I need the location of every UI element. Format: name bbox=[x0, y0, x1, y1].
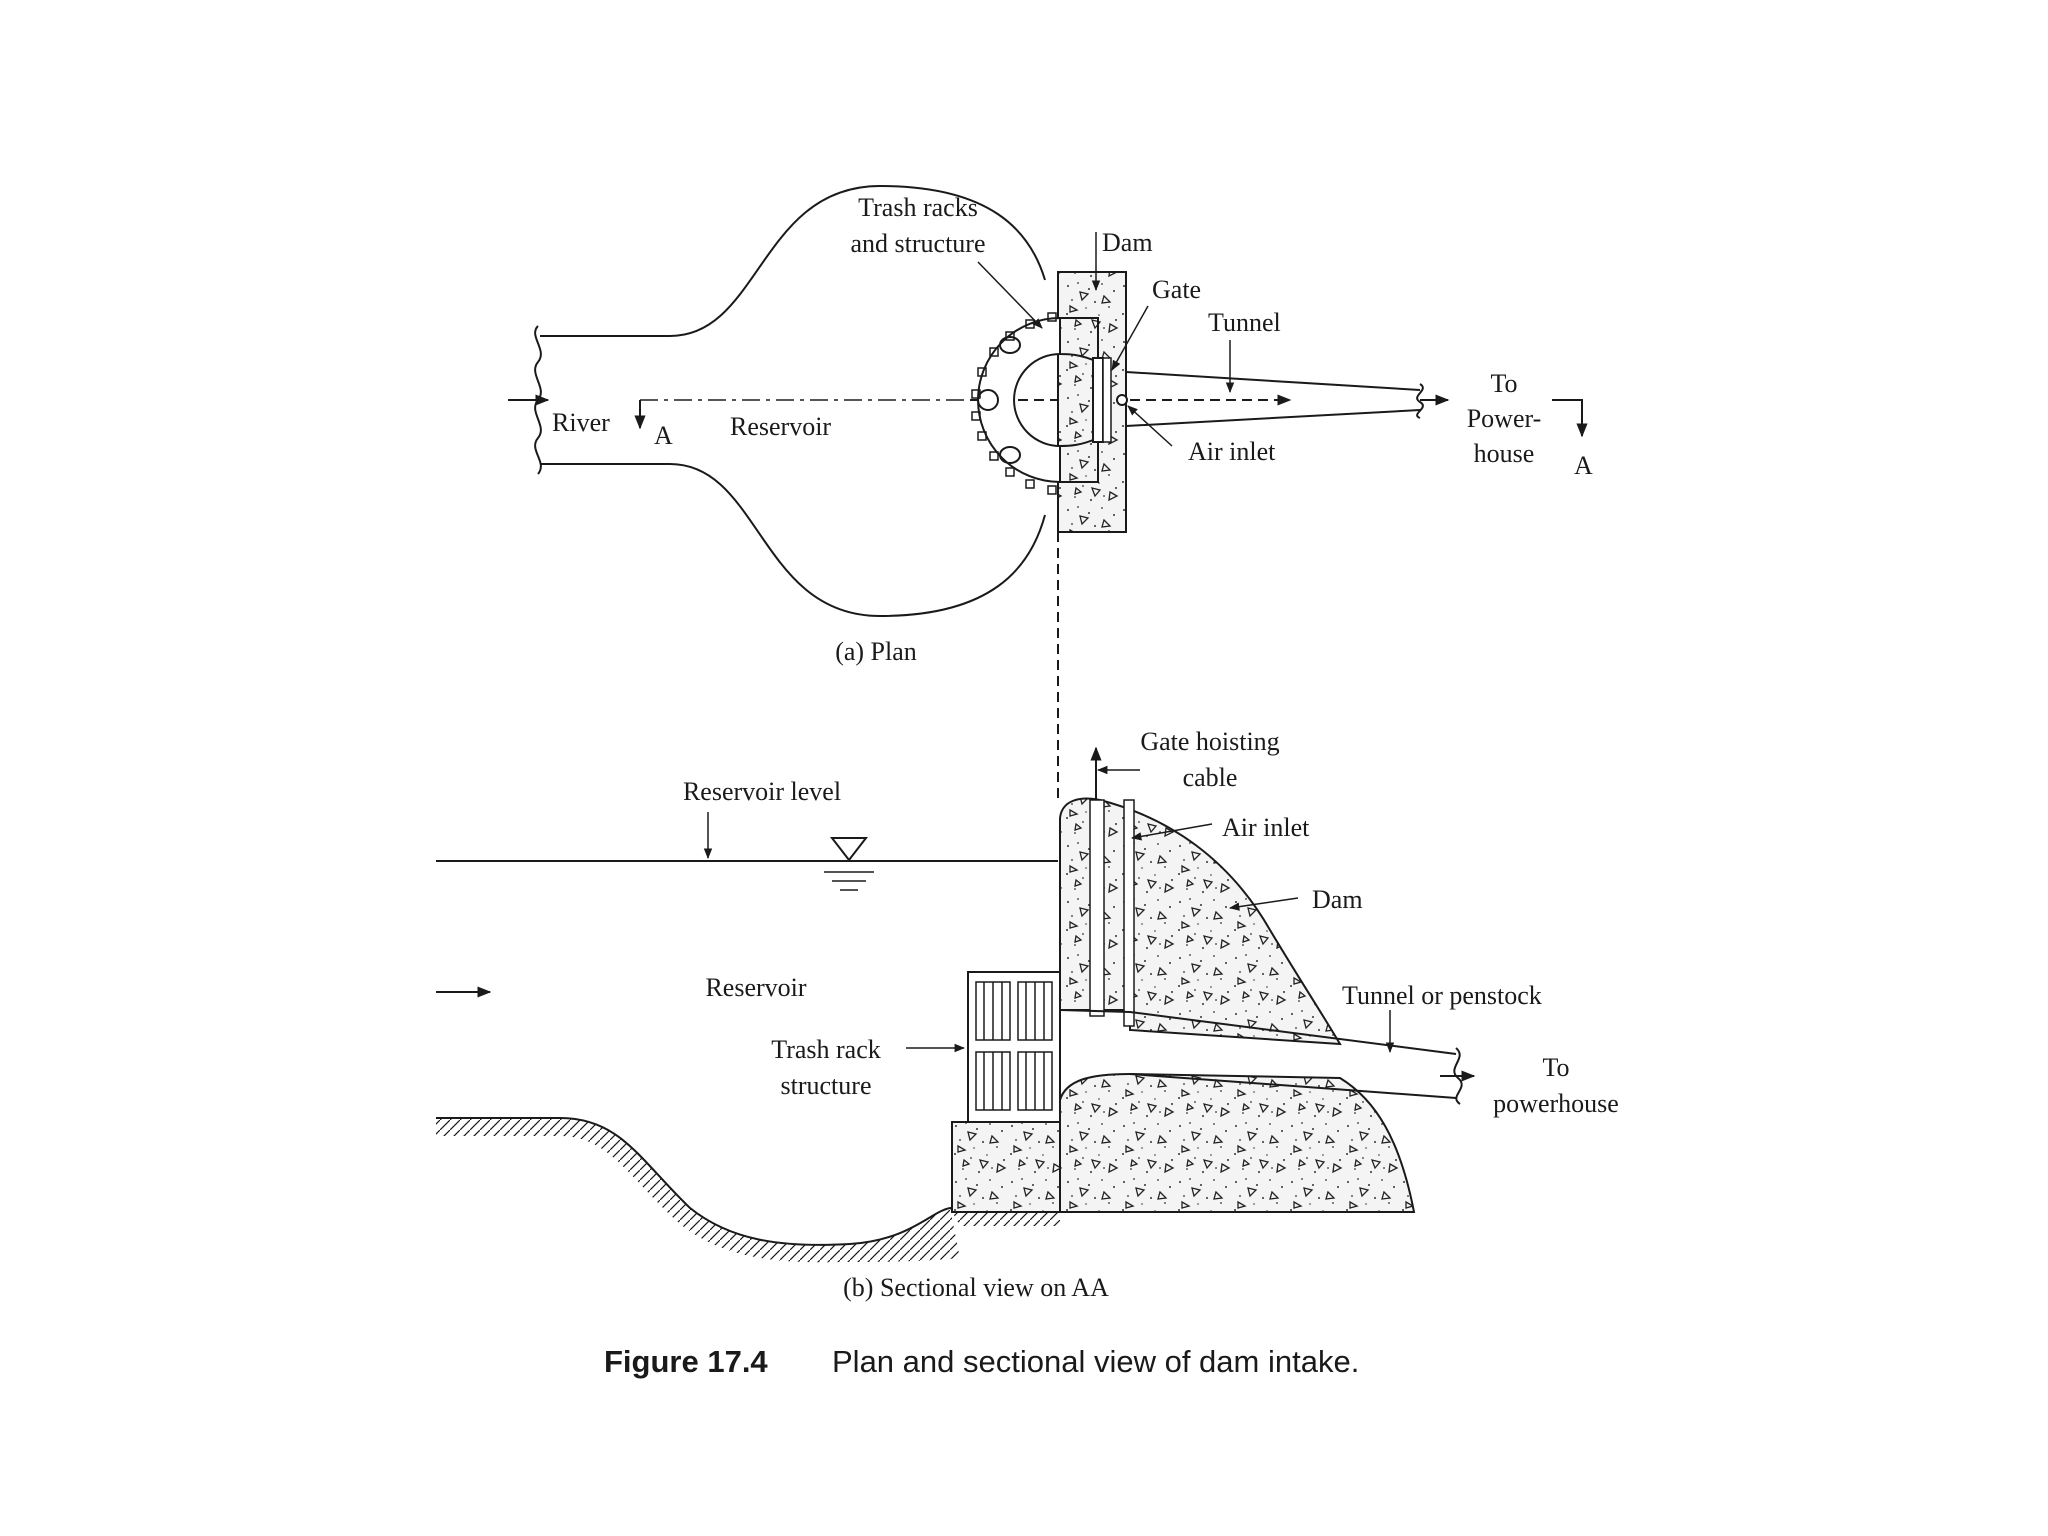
label-river: River bbox=[552, 408, 610, 437]
trash-rack-node-bottom bbox=[999, 446, 1021, 464]
label-tunnel-plan: Tunnel bbox=[1208, 308, 1281, 337]
tunnel-break bbox=[1416, 383, 1424, 419]
label-dam-plan: Dam bbox=[1102, 228, 1153, 257]
reservoir-outline-upper bbox=[540, 184, 1046, 337]
trash-rack-bars bbox=[975, 981, 1053, 1111]
label-gate-hoisting-2: cable bbox=[1183, 763, 1238, 792]
leader-dam-section bbox=[1228, 897, 1299, 911]
caption-section: (b) Sectional view on AA bbox=[843, 1273, 1109, 1302]
label-gate-plan: Gate bbox=[1152, 275, 1201, 304]
section-mark-right-tick bbox=[1552, 399, 1588, 438]
leader-gate-plan bbox=[1111, 305, 1149, 371]
label-section-a-right: A bbox=[1574, 451, 1593, 480]
label-to: To bbox=[1490, 369, 1517, 398]
figure-number: Figure 17.4 bbox=[604, 1344, 768, 1379]
figure-caption-text: Plan and sectional view of dam intake. bbox=[832, 1344, 1359, 1379]
label-section-a-left: A bbox=[654, 421, 673, 450]
gate-shaft bbox=[1089, 799, 1105, 1017]
label-reservoir-plan: Reservoir bbox=[730, 412, 831, 441]
trash-rack-frame bbox=[967, 971, 1061, 1123]
leader-air-inlet-section bbox=[1130, 823, 1213, 841]
water-level-ticks bbox=[824, 871, 874, 891]
air-inlet-plan bbox=[1116, 394, 1128, 406]
ground-hatch bbox=[436, 1118, 960, 1263]
tunnel-plan bbox=[1125, 371, 1421, 427]
section-view: Gate hoisting cable Reservoir level Air … bbox=[436, 727, 1619, 1302]
label-dam-section: Dam bbox=[1312, 885, 1363, 914]
leader-trash-racks bbox=[977, 261, 1043, 329]
tunnel-section bbox=[1059, 1009, 1457, 1099]
label-trash-racks-1: Trash racks bbox=[858, 193, 978, 222]
intake-semicircle bbox=[977, 316, 1061, 484]
dam-lower-body bbox=[1059, 1072, 1416, 1213]
water-level-triangle bbox=[829, 837, 869, 862]
label-house: house bbox=[1474, 439, 1535, 468]
label-reservoir-level: Reservoir level bbox=[683, 777, 841, 806]
gate-slot bbox=[1092, 357, 1104, 443]
trash-rack-base bbox=[951, 1121, 1063, 1213]
trash-rack-node-top bbox=[999, 336, 1021, 354]
caption-plan: (a) Plan bbox=[835, 637, 917, 666]
label-power: Power- bbox=[1467, 404, 1542, 433]
gate-slot-inner bbox=[1102, 357, 1112, 443]
label-tunnel-penstock: Tunnel or penstock bbox=[1342, 981, 1542, 1010]
label-air-inlet-section: Air inlet bbox=[1222, 813, 1310, 842]
label-trash-rack-2: structure bbox=[781, 1071, 872, 1100]
reservoir-outline-lower bbox=[540, 463, 1046, 618]
label-powerhouse-section: powerhouse bbox=[1493, 1089, 1619, 1118]
leader-air-inlet-plan bbox=[1127, 405, 1173, 447]
trash-rack-node-mid bbox=[977, 389, 999, 411]
label-air-inlet-plan: Air inlet bbox=[1188, 437, 1276, 466]
label-trash-rack-1: Trash rack bbox=[771, 1035, 881, 1064]
trash-rack-teeth bbox=[971, 312, 1057, 495]
plan-view: Trash racks and structure Dam Gate Tunne… bbox=[508, 184, 1593, 666]
label-to-section: To bbox=[1542, 1053, 1569, 1082]
label-trash-racks-2: and structure bbox=[850, 229, 985, 258]
figure-caption: Figure 17.4 Plan and sectional view of d… bbox=[604, 1344, 1359, 1379]
tunnel-section-break bbox=[1453, 1047, 1463, 1105]
label-reservoir-section: Reservoir bbox=[705, 973, 806, 1002]
air-inlet-shaft bbox=[1123, 799, 1135, 1027]
ground-line bbox=[436, 1117, 951, 1246]
label-gate-hoisting-1: Gate hoisting bbox=[1140, 727, 1279, 756]
